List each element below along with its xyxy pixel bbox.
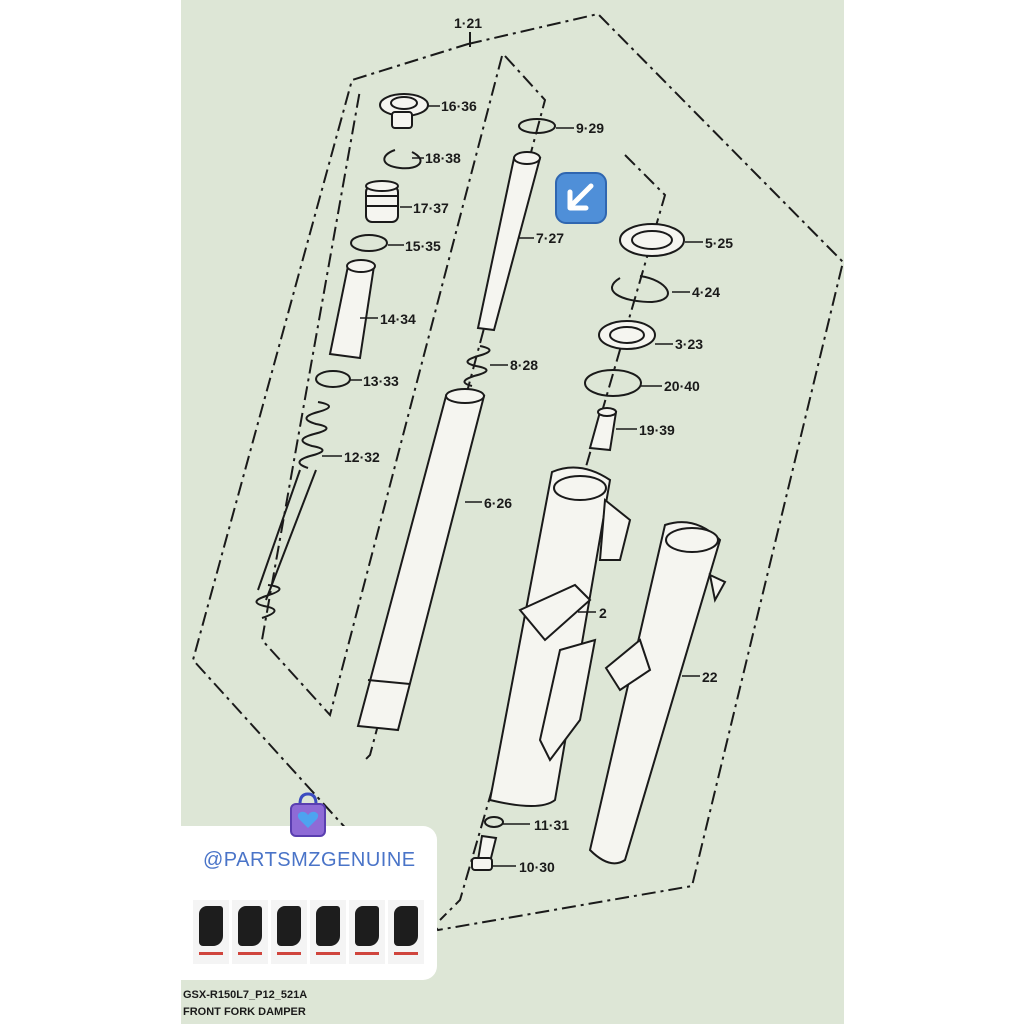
shop-handle: @PARTSMZGENUINE — [203, 849, 416, 871]
part-22-outer-tube — [588, 521, 727, 865]
part-2-outer-tube — [488, 466, 632, 807]
callout-6-26: 6·26 — [484, 495, 512, 511]
callout-10-30: 10·30 — [519, 859, 555, 875]
part-9-ring — [518, 118, 556, 134]
part-3-oil-seal — [598, 320, 656, 350]
callout-8-28: 8·28 — [510, 357, 538, 373]
shopping-bag-heart-icon — [287, 792, 329, 843]
product-thumbnail[interactable] — [388, 900, 424, 964]
callout-12-32: 12·32 — [344, 449, 380, 465]
diagram-caption: GSX-R150L7_P12_521A FRONT FORK DAMPER — [183, 987, 307, 1021]
callout-14-34: 14·34 — [380, 311, 416, 327]
callout-3-23: 3·23 — [675, 336, 703, 352]
part-8-spring — [463, 345, 491, 387]
part-11-washer — [484, 816, 504, 828]
callout-20-40: 20·40 — [664, 378, 700, 394]
part-15-ring — [350, 234, 388, 252]
product-thumbnail[interactable] — [193, 900, 229, 964]
part-14-collar — [328, 259, 376, 360]
callout-1-21: 1·21 — [454, 15, 482, 31]
callout-4-24: 4·24 — [692, 284, 720, 300]
part-16-cap-bolt — [379, 93, 429, 129]
callout-22: 22 — [702, 669, 718, 685]
group-outline-left — [260, 55, 503, 718]
diagram-code: GSX-R150L7_P12_521A — [183, 989, 308, 1001]
product-thumbnail[interactable] — [349, 900, 385, 964]
callout-15-35: 15·35 — [405, 238, 441, 254]
down-left-arrow-icon[interactable] — [555, 172, 607, 229]
part-19-cylinder — [588, 407, 618, 452]
shop-watermark-card: @PARTSMZGENUINE — [181, 826, 437, 980]
group-outline-right — [439, 154, 667, 921]
diagram-title: FRONT FORK DAMPER — [183, 1006, 306, 1018]
product-thumbnails — [193, 900, 425, 964]
callout-19-39: 19·39 — [639, 422, 675, 438]
product-thumbnail[interactable] — [310, 900, 346, 964]
part-13-washer — [315, 370, 351, 388]
part-5-dust-seal — [619, 223, 685, 257]
callout-17-37: 17·37 — [413, 200, 449, 216]
product-thumbnail[interactable] — [232, 900, 268, 964]
part-17-piston — [365, 180, 399, 223]
callout-2: 2 — [599, 605, 607, 621]
callout-5-25: 5·25 — [705, 235, 733, 251]
part-4-stopper-ring — [611, 275, 669, 304]
callout-11-31: 11·31 — [534, 817, 569, 833]
callout-9-29: 9·29 — [576, 120, 604, 136]
callout-16-36: 16·36 — [441, 98, 477, 114]
part-20-ring — [584, 369, 642, 397]
callout-18-38: 18·38 — [425, 150, 461, 166]
part-18-circlip — [383, 149, 422, 170]
part-10-bolt — [471, 834, 498, 871]
product-thumbnail[interactable] — [271, 900, 307, 964]
assembly-outline — [191, 12, 845, 932]
callout-7-27: 7·27 — [536, 230, 564, 246]
part-7-damper-rod — [476, 151, 542, 332]
callout-13-33: 13·33 — [363, 373, 399, 389]
part-6-inner-tube — [356, 388, 486, 732]
part-12-spring-rod — [255, 401, 330, 619]
